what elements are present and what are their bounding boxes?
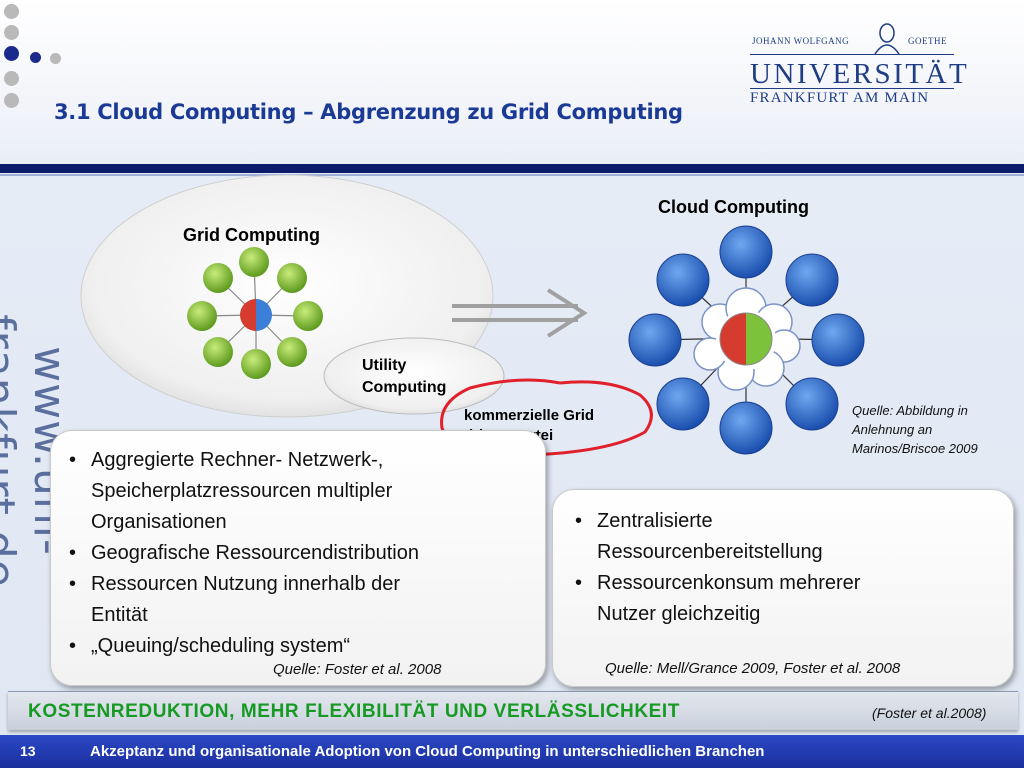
logo-line-frankfurt: FRANKFURT AM MAIN	[750, 90, 930, 106]
dot	[4, 25, 19, 40]
logo-line-universitaet: UNIVERSITÄT	[750, 58, 970, 90]
list-item-continuation: Entität	[91, 604, 148, 626]
commercial-line-1: kommerzielle Grid	[464, 407, 595, 424]
dot	[4, 46, 19, 61]
transition-arrow	[452, 288, 588, 338]
grid-hub	[240, 299, 272, 331]
grid-node	[203, 337, 233, 367]
list-item: •Aggregierte Rechner- Netzwerk-,	[69, 449, 384, 471]
dot	[4, 4, 19, 19]
summary-banner: KOSTENREDUKTION, MEHR FLEXIBILITÄT UND V…	[8, 691, 1018, 730]
header-rule-thin	[0, 174, 1024, 176]
goethe-portrait-icon	[874, 23, 900, 54]
cloud-computing-label: Cloud Computing	[658, 197, 809, 217]
banner-text: KOSTENREDUKTION, MEHR FLEXIBILITÄT UND V…	[28, 701, 681, 722]
cloud-characteristics-box: •Zentralisierte Ressourcenbereitstellung…	[552, 489, 1014, 687]
grid-node	[239, 247, 269, 277]
left-box-source: Quelle: Foster et al. 2008	[273, 661, 442, 678]
dot	[30, 52, 41, 63]
list-item: •Ressourcen Nutzung innerhalb der	[69, 573, 401, 595]
list-item: •„Queuing/scheduling system“	[69, 635, 351, 657]
cloud-hub	[719, 312, 773, 366]
cloud-characteristics-list: •Zentralisierte Ressourcenbereitstellung…	[567, 506, 1007, 630]
grid-computing-label: Grid Computing	[183, 225, 320, 245]
figure-source-line: Marinos/Briscoe 2009	[852, 441, 978, 456]
logo-divider	[750, 54, 954, 55]
grid-node	[203, 263, 233, 293]
comparison-diagram	[80, 174, 865, 457]
dot	[4, 71, 19, 86]
header-rule	[0, 164, 1024, 173]
utility-line-2: Computing	[362, 379, 447, 396]
grid-characteristics-list: •Aggregierte Rechner- Netzwerk-, Speiche…	[61, 445, 541, 662]
page-number: 13	[20, 743, 36, 759]
figure-source: Quelle: Abbildung in Anlehnung an Marino…	[852, 401, 978, 458]
logo-line-goethe: GOETHE	[908, 36, 947, 46]
university-logo: JOHANN WOLFGANG GOETHE UNIVERSITÄT FRANK…	[748, 22, 967, 110]
cloud-node	[785, 253, 839, 307]
logo-divider	[750, 88, 954, 89]
list-item-continuation: Ressourcenbereitstellung	[597, 541, 823, 563]
cloud-node	[656, 377, 710, 431]
figure-source-line: Anlehnung an	[852, 422, 933, 437]
utility-line-1: Utility	[362, 357, 407, 374]
grid-node	[293, 301, 323, 331]
footer-bar: 13 Akzeptanz und organisationale Adoptio…	[0, 735, 1024, 768]
list-item: •Geografische Ressourcendistribution	[69, 542, 419, 564]
slide-title: 3.1 Cloud Computing – Abgrenzung zu Grid…	[54, 100, 683, 124]
figure-source-line: Quelle: Abbildung in	[852, 403, 968, 418]
grid-node	[187, 301, 217, 331]
utility-computing-label: Utility Computing	[362, 355, 446, 399]
footer-title: Akzeptanz und organisationale Adoption v…	[90, 743, 765, 760]
grid-node	[241, 349, 271, 379]
dot	[50, 53, 61, 64]
cloud-node	[719, 225, 773, 279]
list-item-continuation: Organisationen	[91, 511, 227, 533]
cloud-node	[628, 313, 682, 367]
header-band	[0, 0, 1024, 165]
dot	[4, 93, 19, 108]
grid-node	[277, 337, 307, 367]
list-item: •Zentralisierte	[575, 510, 713, 532]
cloud-node	[785, 377, 839, 431]
cloud-node	[656, 253, 710, 307]
cloud-node	[719, 401, 773, 455]
grid-node	[277, 263, 307, 293]
list-item-continuation: Speicherplatzressourcen multipler	[91, 480, 393, 502]
logo-line-johann: JOHANN WOLFGANG	[752, 36, 850, 46]
cloud-node	[811, 313, 865, 367]
banner-citation: (Foster et al.2008)	[872, 705, 987, 721]
list-item-continuation: Nutzer gleichzeitig	[597, 603, 761, 625]
list-item: •Ressourcenkonsum mehrerer	[575, 572, 861, 594]
right-box-source: Quelle: Mell/Grance 2009, Foster et al. …	[605, 660, 901, 677]
grid-characteristics-box: •Aggregierte Rechner- Netzwerk-, Speiche…	[50, 430, 546, 686]
